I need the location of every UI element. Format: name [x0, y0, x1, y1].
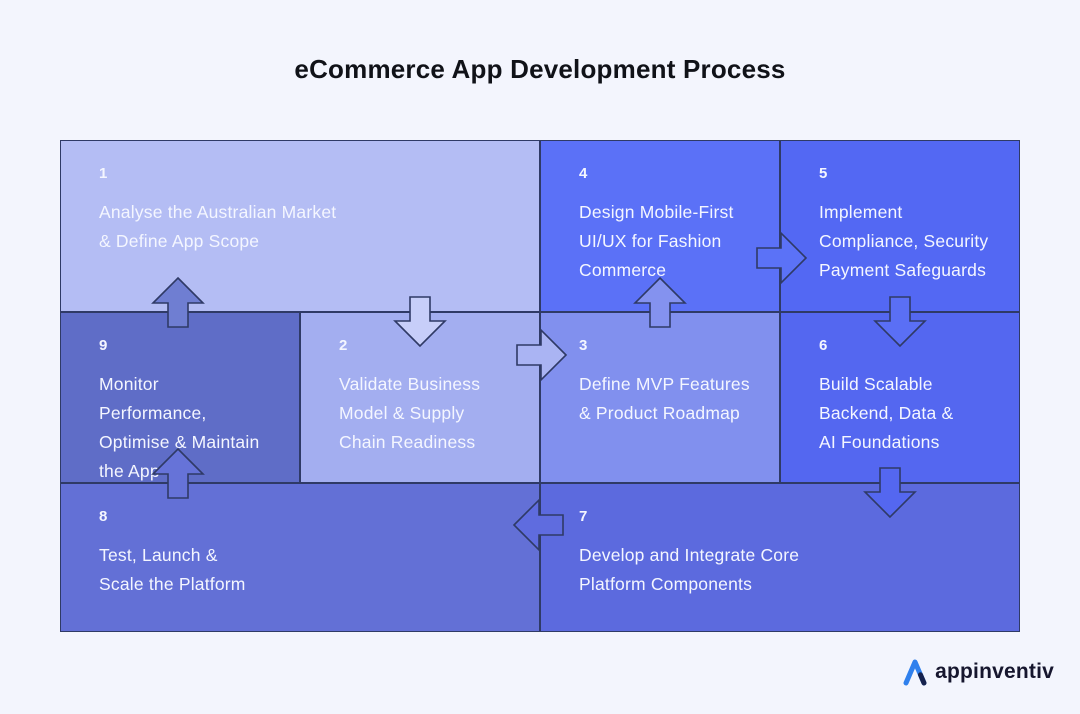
appinventiv-logo-text: appinventiv — [935, 660, 1054, 683]
flow-arrow-3-to-4-up-icon — [633, 276, 687, 328]
step-text: Implement Compliance, Security Payment S… — [819, 202, 989, 280]
step-number: 1 — [99, 165, 108, 182]
step-text: Validate Business Model & Supply Chain R… — [339, 374, 481, 452]
process-diagram: 1 Analyse the Australian Market & Define… — [60, 140, 1020, 632]
flow-arrow-8-to-9-up-icon — [151, 447, 205, 499]
flow-arrow-4-to-5-right-icon — [756, 231, 808, 285]
appinventiv-logo: appinventiv — [902, 658, 1054, 686]
flow-arrow-1-to-2-down-icon — [393, 296, 447, 348]
step-number: 2 — [339, 337, 348, 354]
process-step-8: 8 Test, Launch & Scale the Platform — [60, 483, 540, 632]
step-text: Monitor Performance, Optimise & Maintain… — [99, 374, 260, 481]
process-step-7: 7 Develop and Integrate Core Platform Co… — [540, 483, 1020, 632]
step-text: Define MVP Features & Product Roadmap — [579, 374, 750, 423]
flow-arrow-2-to-3-right-icon — [516, 328, 568, 382]
step-number: 5 — [819, 165, 828, 182]
step-text: Test, Launch & Scale the Platform — [99, 545, 246, 594]
process-step-1: 1 Analyse the Australian Market & Define… — [60, 140, 540, 312]
appinventiv-a-icon — [903, 659, 927, 686]
step-number: 8 — [99, 508, 108, 525]
step-number: 3 — [579, 337, 588, 354]
process-step-3: 3 Define MVP Features & Product Roadmap — [540, 312, 780, 483]
flow-arrow-7-to-8-left-icon — [512, 498, 564, 552]
step-number: 9 — [99, 337, 108, 354]
page-title: eCommerce App Development Process — [294, 54, 786, 84]
flow-arrow-9-to-1-up-icon — [151, 276, 205, 328]
step-number: 6 — [819, 337, 828, 354]
step-text: Design Mobile-First UI/UX for Fashion Co… — [579, 202, 734, 280]
flow-arrow-6-to-7-down-icon — [863, 467, 917, 519]
process-step-5: 5 Implement Compliance, Security Payment… — [780, 140, 1020, 312]
step-text: Build Scalable Backend, Data & AI Founda… — [819, 374, 954, 452]
step-number: 7 — [579, 508, 588, 525]
step-text: Develop and Integrate Core Platform Comp… — [579, 545, 800, 594]
process-step-4: 4 Design Mobile-First UI/UX for Fashion … — [540, 140, 780, 312]
step-text: Analyse the Australian Market & Define A… — [99, 202, 337, 251]
flow-arrow-5-to-6-down-icon — [873, 296, 927, 348]
step-number: 4 — [579, 165, 588, 182]
